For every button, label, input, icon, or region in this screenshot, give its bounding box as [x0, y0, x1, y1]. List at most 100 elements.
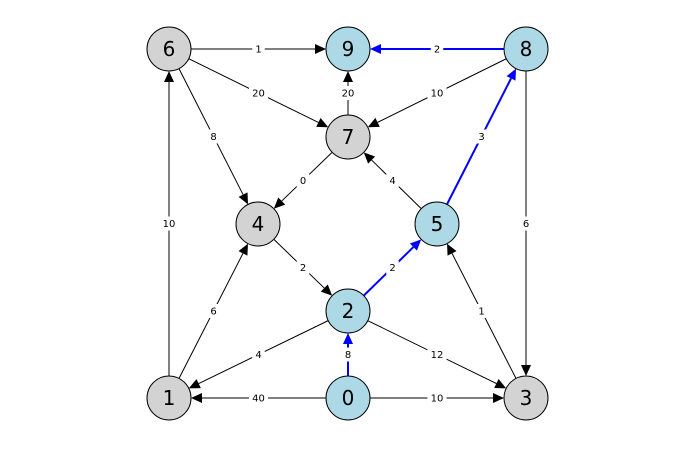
edge-weight-label: 0	[300, 176, 306, 187]
edge-weight-label: 4	[389, 176, 395, 187]
edge-label-bg	[341, 347, 355, 362]
node-1[interactable]: 1	[146, 375, 192, 421]
node-circle[interactable]	[503, 375, 549, 421]
node-circle[interactable]	[414, 201, 460, 247]
node-circle[interactable]	[325, 114, 371, 160]
edge-weight-label: 8	[210, 132, 216, 143]
edge-label-bg	[249, 86, 268, 100]
edge-label-bg	[252, 347, 265, 362]
arrowhead	[273, 197, 286, 209]
arrowhead	[447, 243, 457, 256]
node-label: 8	[520, 37, 533, 61]
edge-weight-label: 8	[345, 350, 351, 361]
node-circle[interactable]	[146, 26, 192, 72]
edge-weight-label: 6	[210, 307, 216, 318]
arrowhead	[164, 71, 174, 82]
edge-weight-label: 40	[252, 394, 265, 405]
edge-label-bg	[430, 42, 444, 56]
edge-label-bg	[427, 86, 447, 100]
edge-weight-label: 10	[431, 394, 444, 405]
edge-weight-0-to-3: 10	[427, 391, 447, 405]
edge-weight-0-to-1: 40	[249, 391, 268, 405]
edge-weight-5-to-8: 3	[475, 129, 488, 144]
node-circle[interactable]	[325, 375, 371, 421]
arrowhead	[521, 365, 531, 376]
edge-label-bg	[296, 173, 310, 188]
edge-weight-label: 6	[523, 219, 529, 230]
arrowhead	[506, 68, 517, 81]
edge-weight-label: 20	[252, 89, 265, 100]
node-5[interactable]: 5	[414, 201, 460, 247]
node-circle[interactable]	[235, 201, 281, 247]
node-label: 4	[252, 212, 265, 236]
edge-label-bg	[252, 42, 265, 56]
edge-weight-label: 20	[342, 89, 355, 100]
edge-weight-7-to-9: 20	[338, 86, 358, 100]
node-9[interactable]: 9	[325, 26, 371, 72]
arrowhead	[238, 192, 249, 205]
edge-weight-4-to-2: 2	[296, 260, 310, 275]
node-circle[interactable]	[325, 26, 371, 72]
edge-weight-3-to-5: 1	[475, 304, 488, 318]
edge-weight-6-to-9: 1	[252, 42, 265, 56]
node-circle[interactable]	[146, 375, 192, 421]
node-4[interactable]: 4	[235, 201, 281, 247]
arrowhead	[409, 239, 422, 251]
node-label: 9	[342, 37, 355, 61]
edge-weight-0-to-2: 8	[341, 347, 355, 362]
edge-weight-label: 2	[389, 263, 395, 274]
node-circle[interactable]	[325, 288, 371, 334]
node-6[interactable]: 6	[146, 26, 192, 72]
edge-label-bg	[207, 304, 220, 318]
edge-weight-8-to-3: 6	[519, 216, 533, 231]
arrowhead	[238, 243, 248, 256]
edge-weight-6-to-4: 8	[207, 129, 220, 144]
node-label: 6	[163, 37, 176, 61]
arrowhead	[191, 393, 202, 403]
node-3[interactable]: 3	[503, 375, 549, 421]
edge-weight-label: 1	[478, 307, 484, 318]
node-0[interactable]: 0	[325, 375, 371, 421]
node-label: 1	[163, 386, 176, 410]
node-label: 3	[520, 386, 533, 410]
arrowhead	[494, 379, 507, 389]
node-label: 5	[431, 212, 444, 236]
edge-weight-1-to-6: 10	[159, 216, 179, 231]
arrowhead	[343, 333, 353, 344]
node-8[interactable]: 8	[503, 26, 549, 72]
edge-weight-2-to-3: 12	[427, 347, 447, 362]
arrowhead	[315, 44, 326, 54]
edge-weight-2-to-1: 4	[252, 347, 265, 362]
edge-weight-7-to-4: 0	[296, 173, 310, 188]
edge-label-bg	[386, 260, 399, 275]
node-circle[interactable]	[503, 26, 549, 72]
edge-label-bg	[475, 304, 488, 318]
edge-weight-label: 2	[434, 45, 440, 56]
edge-weight-label: 3	[478, 132, 484, 143]
edge-label-bg	[386, 173, 399, 188]
edge-weight-2-to-5: 2	[386, 260, 399, 275]
arrowhead	[367, 117, 380, 128]
node-2[interactable]: 2	[325, 288, 371, 334]
edge-label-bg	[427, 347, 447, 362]
edge-weight-label: 10	[431, 89, 444, 100]
arrowhead	[363, 152, 376, 164]
edge-label-bg	[427, 391, 447, 405]
edge-label-bg	[519, 216, 533, 231]
node-7[interactable]: 7	[325, 114, 371, 160]
edge-weight-label: 2	[300, 263, 306, 274]
arrowhead	[493, 393, 504, 403]
edge-label-bg	[249, 391, 268, 405]
edge-label-bg	[159, 216, 179, 231]
edge-weight-label: 12	[431, 350, 444, 361]
edge-label-bg	[296, 260, 310, 275]
arrowhead	[370, 44, 381, 54]
arrowhead	[320, 284, 333, 296]
node-label: 2	[342, 299, 355, 323]
edge-weight-label: 4	[255, 350, 261, 361]
edge-weight-label: 1	[255, 45, 261, 56]
edge-label-bg	[475, 129, 488, 144]
node-label: 0	[342, 386, 355, 410]
